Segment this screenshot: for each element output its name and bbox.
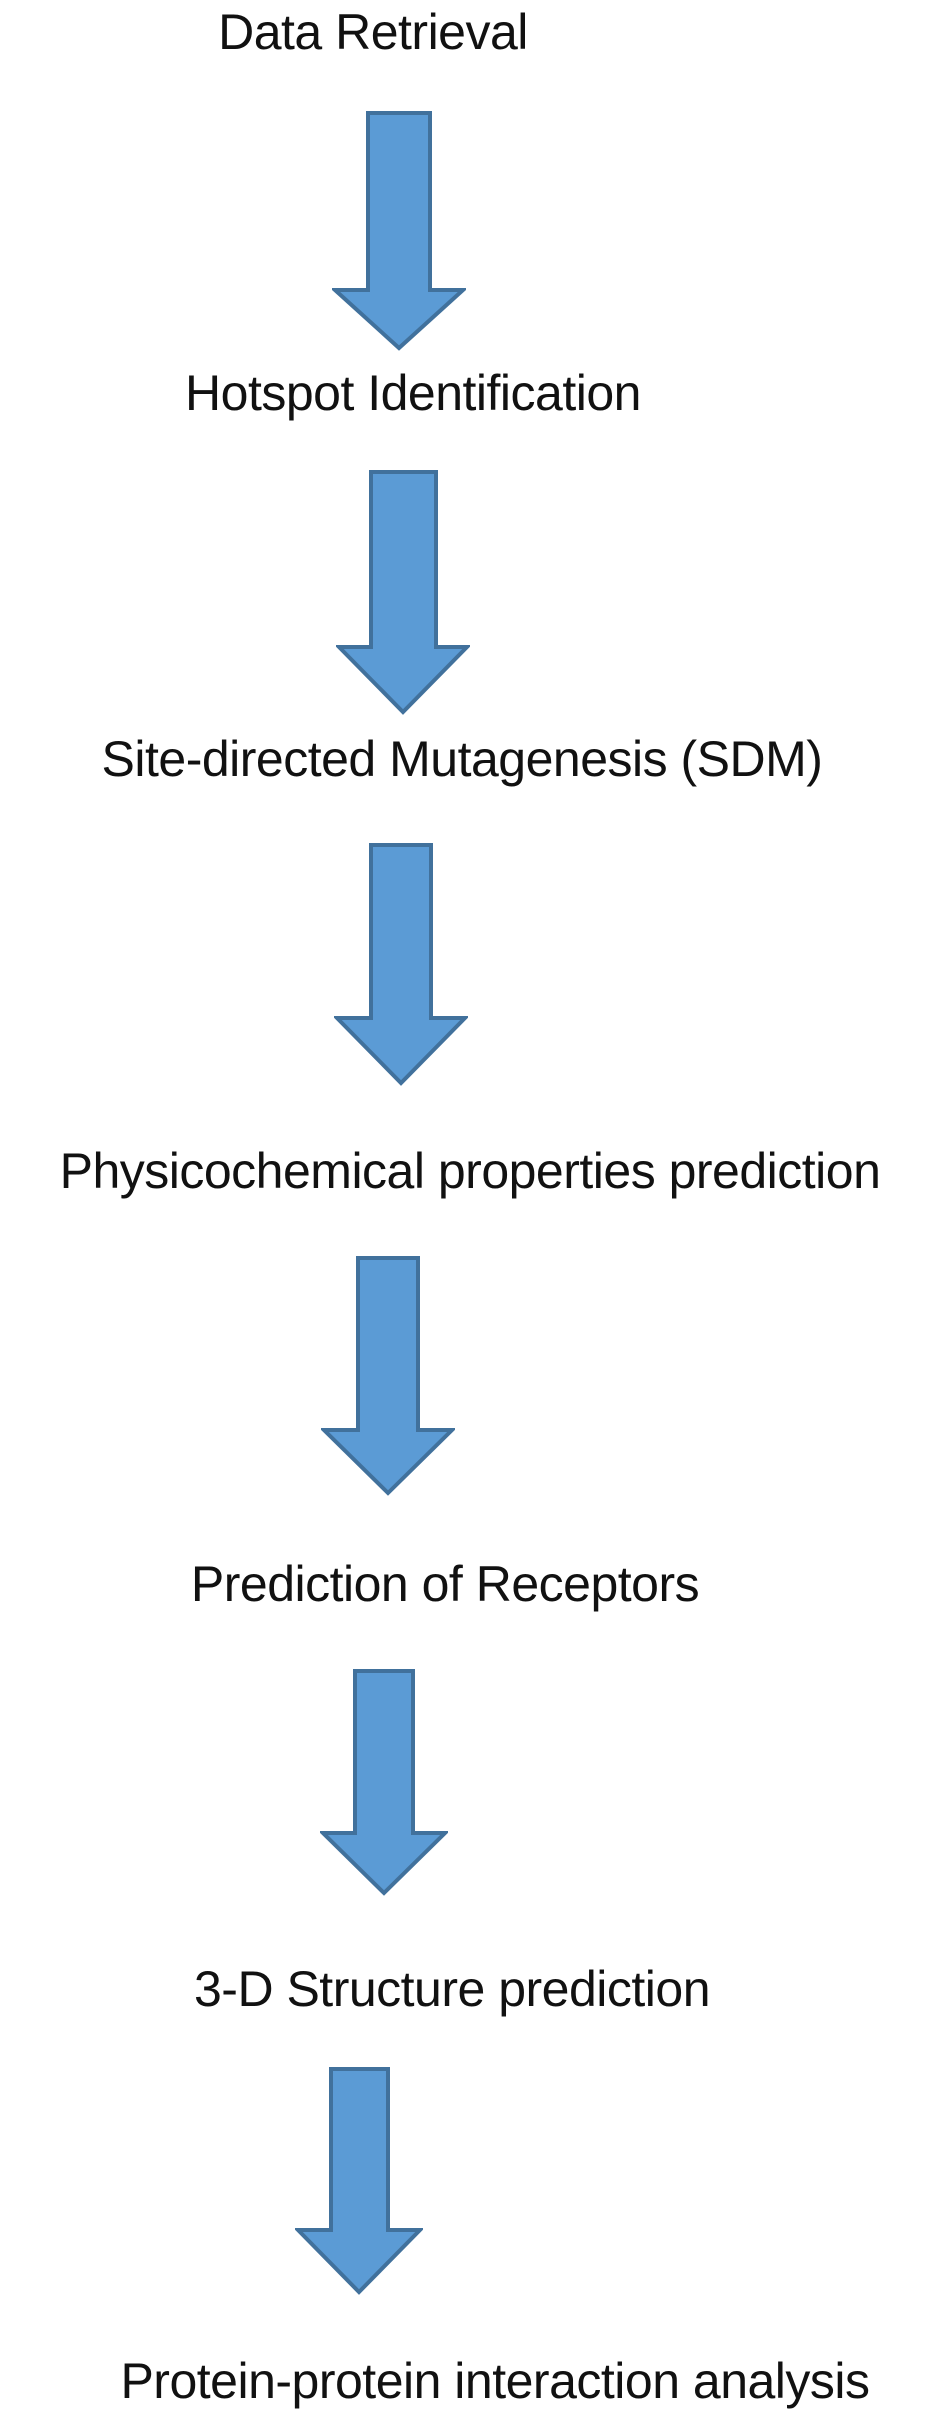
down-arrow-shape bbox=[321, 1256, 455, 1496]
down-arrow-icon bbox=[336, 470, 470, 715]
down-arrow-icon bbox=[332, 111, 466, 351]
down-arrow-icon bbox=[320, 1669, 448, 1896]
step-label-physicochemical-properties-prediction: Physicochemical properties prediction bbox=[59, 1143, 881, 1199]
step-label-prediction-of-receptors: Prediction of Receptors bbox=[190, 1556, 700, 1612]
step-label-protein-protein-interaction-analysis: Protein-protein interaction analysis bbox=[120, 2353, 870, 2409]
down-arrow-shape bbox=[320, 1669, 448, 1896]
down-arrow-icon bbox=[295, 2067, 423, 2295]
down-arrow-icon bbox=[334, 843, 468, 1086]
down-arrow-icon bbox=[321, 1256, 455, 1496]
step-label-data-retrieval: Data Retrieval bbox=[218, 4, 528, 60]
down-arrow-shape bbox=[332, 111, 466, 351]
step-label-site-directed-mutagenesis: Site-directed Mutagenesis (SDM) bbox=[101, 731, 823, 787]
down-arrow-shape bbox=[336, 470, 470, 715]
down-arrow-shape bbox=[334, 843, 468, 1086]
down-arrow-shape bbox=[295, 2067, 423, 2295]
step-label-hotspot-identification: Hotspot Identification bbox=[185, 365, 641, 421]
step-label-3d-structure-prediction: 3-D Structure prediction bbox=[193, 1961, 711, 2017]
